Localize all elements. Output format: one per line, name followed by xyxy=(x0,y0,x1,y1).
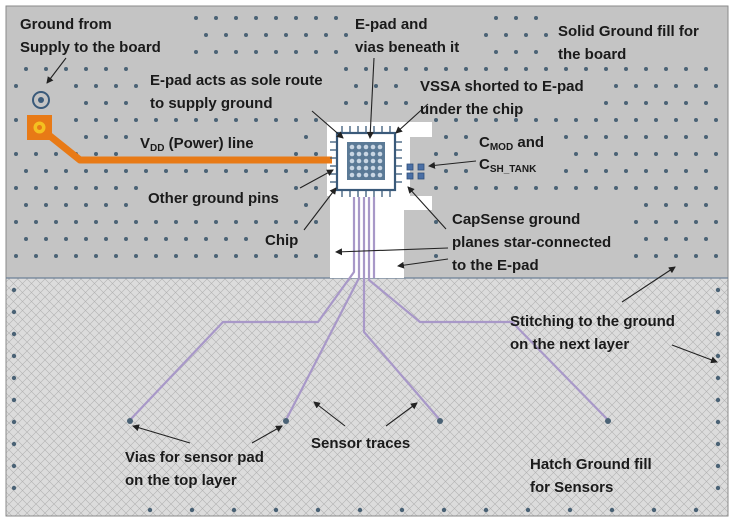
label-vias-sensor-pad: Vias for sensor pad on the top layer xyxy=(125,449,264,489)
arrow-epad-route xyxy=(311,110,344,139)
label-ground-from-supply: Ground from Supply to the board xyxy=(20,16,161,56)
label-vssa-shorted: VSSA shorted to E-pad under the chip xyxy=(420,78,584,118)
stitching-vias-solid xyxy=(14,16,718,258)
label-epad-route: E-pad acts as sole route to supply groun… xyxy=(150,72,323,112)
cmod-csh-tank-components xyxy=(406,163,425,180)
label-chip: Chip xyxy=(265,232,299,249)
arrow-capsense-3 xyxy=(397,258,449,269)
stitching-vias-hatch xyxy=(11,287,721,513)
arrow-capsense-1 xyxy=(407,186,447,230)
chip-pins xyxy=(330,126,402,197)
arrow-epad-vias xyxy=(366,57,375,139)
arrow-vias-1 xyxy=(132,424,191,444)
supply-pad xyxy=(27,115,52,140)
supply-via-icon xyxy=(32,91,50,109)
arrow-stitching-1 xyxy=(621,266,676,303)
sensor-trace-vias xyxy=(127,418,611,424)
label-other-ground-pins: Other ground pins xyxy=(148,190,279,207)
label-epad-vias: E-pad and vias beneath it xyxy=(355,16,460,56)
arrow-stitching-2 xyxy=(671,344,718,364)
arrow-capsense-2 xyxy=(335,247,449,256)
label-hatch-ground-fill: Hatch Ground fill for Sensors xyxy=(530,456,652,496)
arrow-ground-from-supply xyxy=(46,57,67,84)
label-cmod: CMOD and xyxy=(479,134,545,153)
label-sensor-traces: Sensor traces xyxy=(311,435,411,452)
hatch-ground-fill xyxy=(5,277,729,517)
arrow-cmod xyxy=(428,160,477,169)
arrow-vssa xyxy=(395,103,429,134)
vdd-power-trace xyxy=(37,125,332,164)
label-stitching: Stitching to the ground on the next laye… xyxy=(510,313,675,353)
arrow-traces-1 xyxy=(313,401,346,427)
sensor-traces xyxy=(129,197,609,421)
callout-arrows xyxy=(46,57,718,444)
label-solid-ground-fill: Solid Ground fill for the board xyxy=(558,23,699,63)
label-vdd-line: VDD (Power) line xyxy=(140,135,254,154)
e-pad-vias xyxy=(349,144,383,178)
arrow-traces-2 xyxy=(385,402,418,427)
arrow-other-ground-pins xyxy=(299,169,334,189)
label-csh-tank: CSH_TANK xyxy=(479,156,537,175)
arrow-chip xyxy=(303,187,337,231)
label-capsense-ground: CapSense ground planes star-connected to… xyxy=(452,211,612,274)
arrow-vias-2 xyxy=(251,425,283,444)
